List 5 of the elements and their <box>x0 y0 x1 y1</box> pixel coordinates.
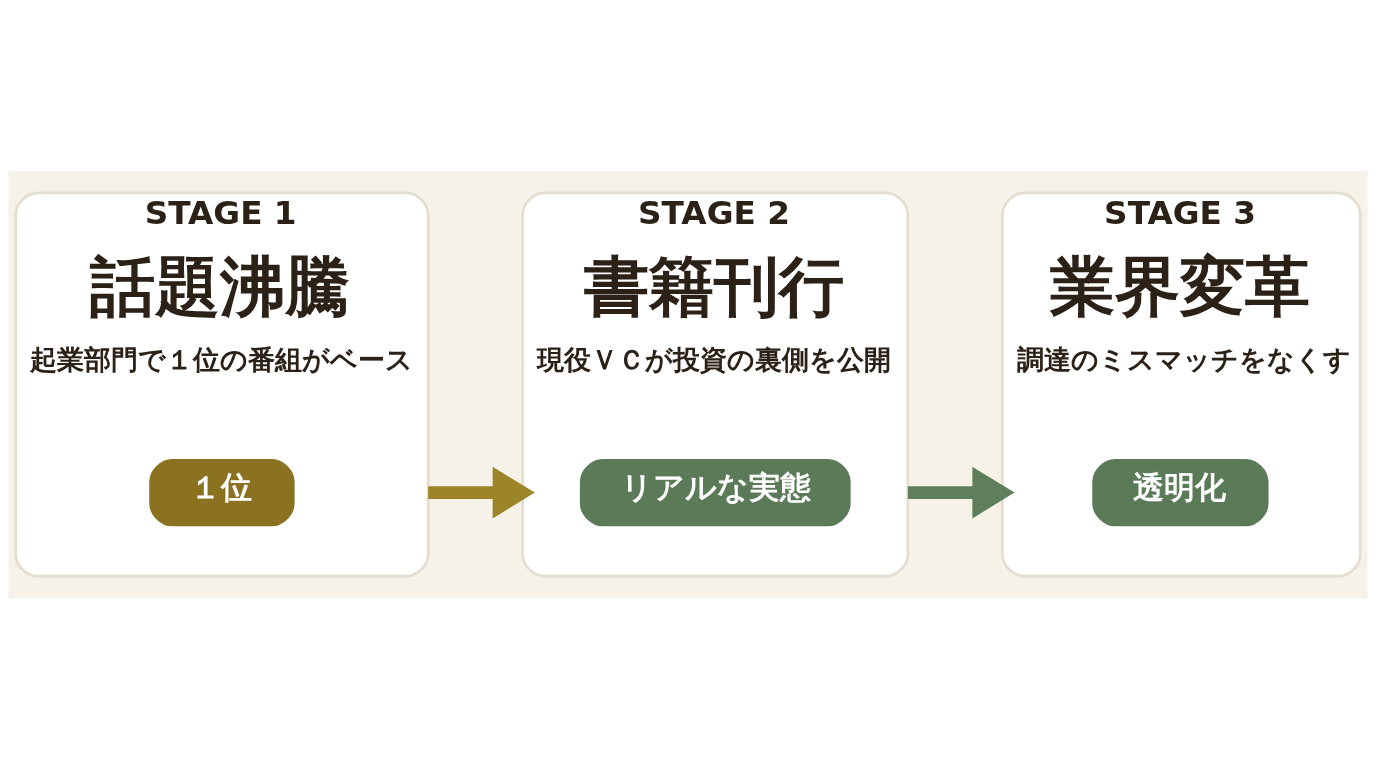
node-box: リアルな実態 <box>579 458 851 526</box>
arrow <box>428 466 535 518</box>
arrow <box>907 466 1015 518</box>
node-box: 透明化 <box>1092 458 1269 526</box>
node-box: １位 <box>149 458 295 526</box>
